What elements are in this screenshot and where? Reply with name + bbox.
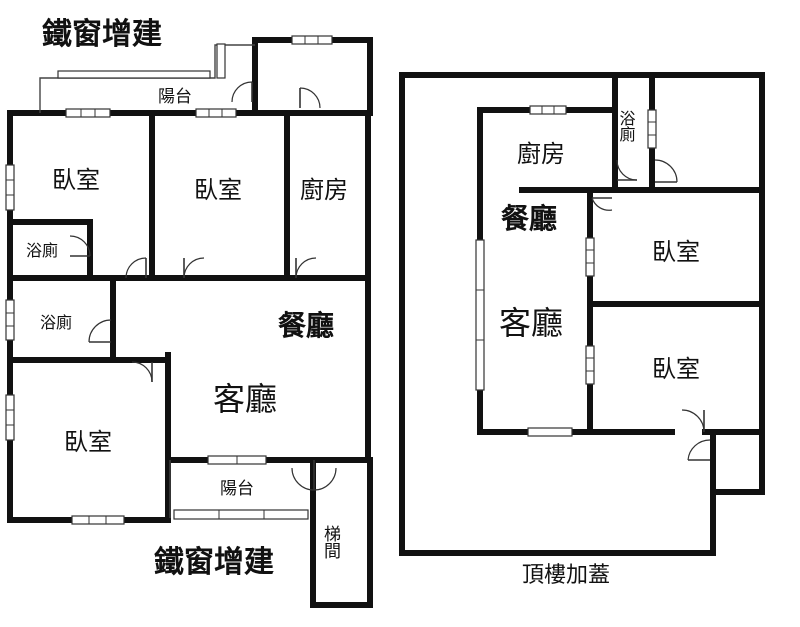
right-bath-label: 浴廁 <box>617 110 636 143</box>
right-plan-doors <box>591 159 711 461</box>
right-bedroom2-label: 臥室 <box>652 355 700 383</box>
left-bedroom2-label: 臥室 <box>194 176 242 204</box>
left-balcony-top-label: 陽台 <box>158 87 192 107</box>
left-bedroom1-label: 臥室 <box>52 166 100 194</box>
right-caption-label: 頂樓加蓋 <box>522 563 610 588</box>
left-bath2-label: 浴廁 <box>40 313 72 332</box>
left-plan-labels: 鐵窗增建 陽台 臥室 臥室 廚房 浴廁 浴廁 餐廳 客廳 臥室 陽台 鐵窗增建 … <box>26 17 348 580</box>
right-plan-labels: 廚房 浴廁 餐廳 客廳 臥室 臥室 頂樓加蓋 <box>499 110 700 588</box>
right-bedroom1-label: 臥室 <box>652 238 700 266</box>
left-iron-bottom-label: 鐵窗增建 <box>154 545 274 580</box>
left-dining-label: 餐廳 <box>278 309 334 342</box>
left-bedroom3-label: 臥室 <box>64 428 112 456</box>
left-plan-windows <box>5 35 333 525</box>
left-plan-doors <box>69 81 337 491</box>
left-iron-top-label: 鐵窗增建 <box>42 17 162 52</box>
left-stair-label: 梯間 <box>320 525 341 560</box>
left-kitchen-label: 廚房 <box>300 176 348 204</box>
right-dining-label: 餐廳 <box>501 202 557 235</box>
right-living-label: 客廳 <box>499 304 563 342</box>
left-balcony-bottom-label: 陽台 <box>220 479 254 499</box>
right-kitchen-label: 廚房 <box>517 140 565 168</box>
left-living-label: 客廳 <box>213 380 277 418</box>
right-plan-windows <box>475 105 657 437</box>
left-plan-walls <box>7 37 373 608</box>
left-bath1-label: 浴廁 <box>26 241 58 260</box>
right-plan-walls <box>399 72 765 556</box>
